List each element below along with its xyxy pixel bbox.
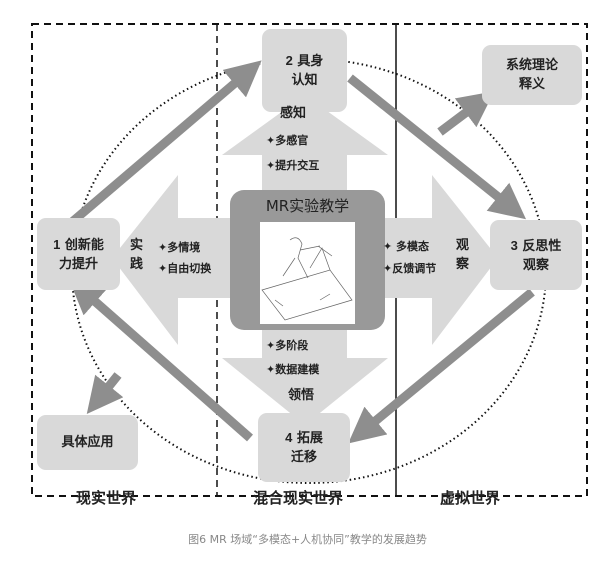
- node-label: 拓展: [296, 431, 323, 446]
- left-arrow: [112, 175, 235, 345]
- world-label-real: 现实世界: [76, 489, 137, 507]
- node-label: 具身: [297, 54, 324, 69]
- node-reflective-observation: 3 反思性观察: [490, 220, 582, 290]
- outer-frame: [31, 23, 588, 497]
- node-label: 观察: [522, 257, 549, 273]
- arrow-4-to-1: [68, 278, 253, 442]
- arrow-2-to-3: [347, 74, 527, 220]
- down-arrow: [222, 320, 388, 425]
- node-label: 力提升: [58, 256, 98, 272]
- node-label: 认知: [291, 73, 318, 88]
- right-arrow-item: ✦ 多模态: [383, 240, 430, 253]
- figure-caption: 图6 MR 场域“多模态+人机协同”教学的发展趋势: [188, 533, 427, 546]
- down-arrow-item: ✦多阶段: [266, 339, 309, 352]
- up-arrow: [222, 95, 388, 200]
- lab-sketch-icon: [261, 237, 353, 321]
- node-label: 具体应用: [61, 435, 114, 450]
- node-theory-interpretation: 系统理论释义: [482, 45, 582, 105]
- node-label: 反思性: [522, 238, 562, 254]
- right-arrow: [380, 175, 498, 345]
- right-arrow-label: 观察: [456, 236, 469, 274]
- center-image: [260, 222, 355, 324]
- up-arrow-label: 感知: [280, 106, 307, 121]
- node-embodied-cognition: 2 具身认知: [262, 29, 347, 112]
- down-arrow-label: 领悟: [288, 388, 315, 403]
- left-arrow-item: ✦多情境: [158, 241, 201, 254]
- node-application: 具体应用: [37, 415, 138, 470]
- node-number: 4: [285, 430, 293, 445]
- world-label-mixed: 混合现实世界: [253, 489, 344, 507]
- node-label: 释义: [518, 77, 545, 92]
- left-arrow-label: 实践: [130, 236, 143, 274]
- node-label: 创新能: [64, 237, 104, 253]
- label-char: 观: [456, 238, 470, 253]
- arrow-to-application: [86, 372, 124, 415]
- node-label: 系统理论: [505, 58, 558, 73]
- node-number: 1: [53, 236, 61, 252]
- label-char: 察: [456, 257, 470, 272]
- node-label: 迁移: [290, 450, 317, 465]
- node-number: 3: [510, 237, 518, 253]
- node-innovation: 1 创新能力提升: [37, 218, 120, 290]
- right-arrow-item: ✦反馈调节: [383, 262, 437, 275]
- arrow-3-to-4: [348, 288, 535, 444]
- node-transfer: 4 拓展迁移: [258, 413, 350, 482]
- label-char: 实: [130, 238, 144, 253]
- up-arrow-item: ✦提升交互: [266, 159, 320, 172]
- arrow-1-to-2: [69, 60, 262, 226]
- center-title: MR实验教学: [265, 197, 350, 215]
- up-arrow-item: ✦多感官: [266, 134, 309, 147]
- down-arrow-item: ✦数据建模: [266, 363, 320, 376]
- node-number: 2: [285, 53, 293, 68]
- left-arrow-item: ✦自由切换: [158, 262, 212, 275]
- world-label-virtual: 虚拟世界: [440, 489, 501, 507]
- label-char: 践: [130, 257, 144, 272]
- arrow-to-theory: [437, 91, 495, 136]
